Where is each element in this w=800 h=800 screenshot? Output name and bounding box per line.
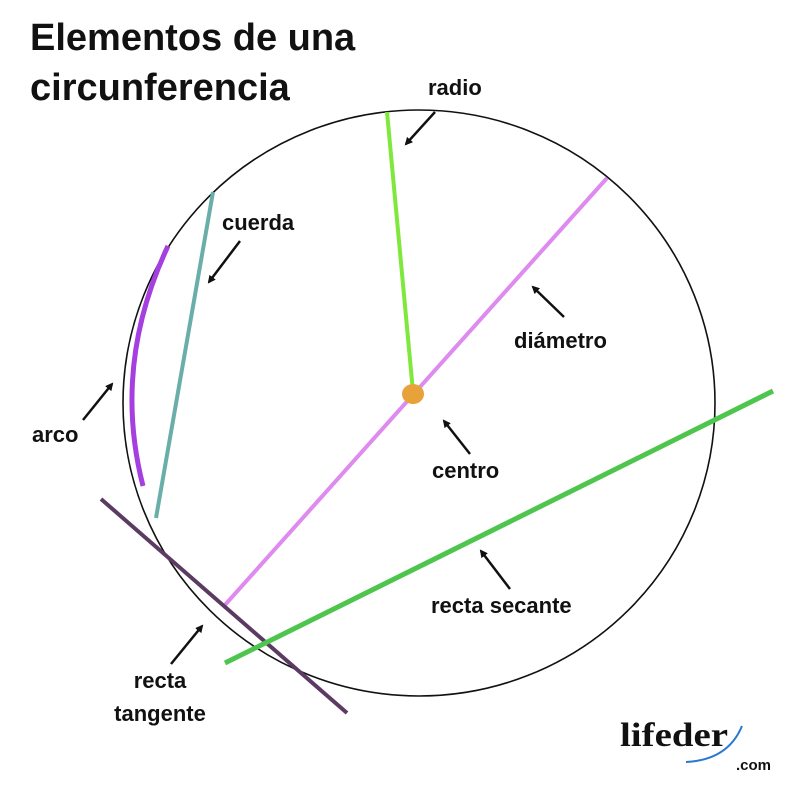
secante-arrow-icon: [479, 549, 511, 590]
title-line-2: circunferencia: [30, 67, 291, 109]
circumference: [122, 109, 716, 697]
logo-suffix: .com: [736, 757, 771, 774]
tangente-arrow-icon: [170, 624, 204, 665]
label-tangente-1: recta: [134, 668, 187, 693]
lifeder-logo: lifeder .com: [620, 717, 771, 774]
secant-line: [223, 388, 775, 666]
radio-arrow-icon: [404, 111, 436, 146]
label-cuerda: cuerda: [222, 210, 295, 235]
arc-line: [129, 244, 171, 487]
chord-line: [154, 191, 215, 519]
label-centro: centro: [432, 458, 499, 483]
center-point: [402, 384, 424, 404]
radius-line: [385, 111, 415, 393]
logo-swoosh-icon: [685, 725, 743, 763]
title-line-1: Elementos de una: [30, 17, 356, 59]
label-diametro: diámetro: [514, 328, 607, 353]
arco-arrow-icon: [82, 382, 114, 421]
centro-arrow-icon: [442, 419, 471, 455]
label-secante: recta secante: [431, 593, 572, 618]
label-tangente-2: tangente: [114, 701, 206, 726]
tangent-line: [99, 497, 349, 715]
logo-name: lifeder: [620, 717, 728, 754]
diametro-arrow-icon: [531, 285, 565, 318]
label-arco: arco: [32, 422, 78, 447]
cuerda-arrow-icon: [207, 240, 241, 284]
arrows: [82, 111, 565, 665]
label-radio: radio: [428, 75, 482, 100]
